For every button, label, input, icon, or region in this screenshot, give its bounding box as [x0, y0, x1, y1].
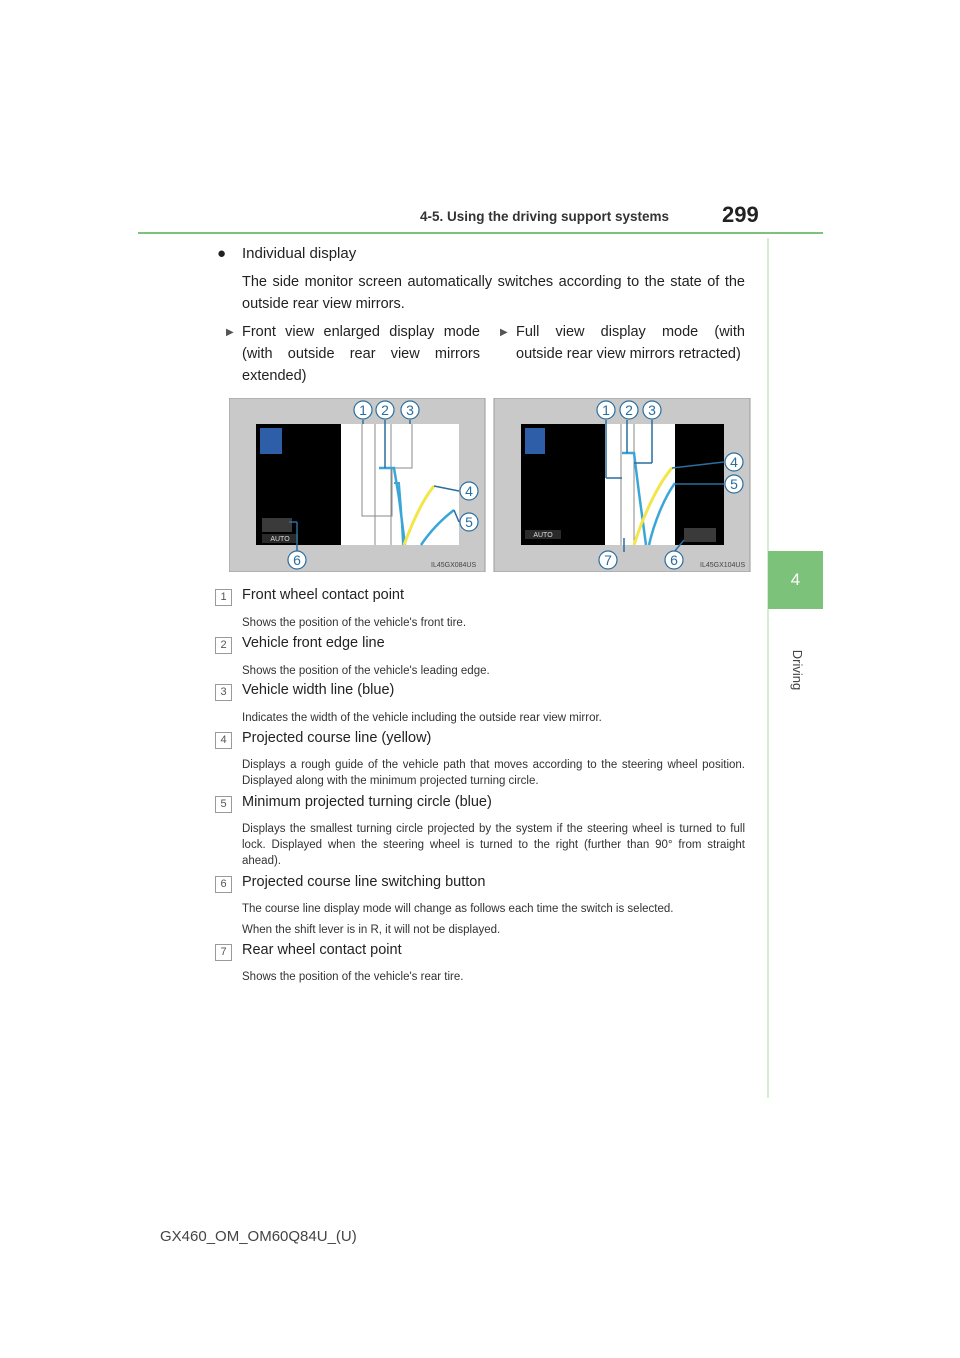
figure-left-code: IL45GX084US — [431, 562, 476, 569]
item-number: 5 — [215, 796, 232, 813]
switch-button-left — [262, 518, 292, 532]
item-title: Rear wheel contact point — [242, 942, 402, 958]
item-desc: Displays the smallest turning circle pro… — [242, 823, 745, 867]
course-line-yellow — [632, 467, 674, 546]
item-title: Vehicle width line (blue) — [242, 682, 395, 698]
callout-4: 4 — [730, 454, 738, 470]
callout-6: 6 — [670, 552, 678, 568]
mode-full-view-title: Full view display mode (with outside rea… — [516, 324, 745, 362]
item-number: 2 — [215, 637, 232, 654]
triangle-bullet-icon: ▶ — [226, 327, 234, 338]
mode-front-view: ▶ Front view enlarged display mode (with… — [226, 321, 480, 387]
mode-front-view-title: Front view enlarged display mode (with o… — [242, 324, 480, 384]
item-title: Projected course line (yellow) — [242, 730, 432, 746]
chapter-tab: 4 — [768, 551, 823, 609]
header-rule — [138, 232, 823, 234]
callout-1: 1 — [602, 402, 610, 418]
item-title: Vehicle front edge line — [242, 635, 385, 651]
item-desc-2: When the shift lever is in R, it will no… — [242, 924, 501, 936]
figure-right-code: IL45GX104US — [700, 562, 745, 569]
side-monitor-figures: AUTO IL45GX084US 1 2 3 4 5 6 AUTO IL45GX… — [229, 398, 751, 572]
item-number: 4 — [215, 732, 232, 749]
callout-5: 5 — [730, 476, 738, 492]
item-number: 1 — [215, 589, 232, 606]
item-title: Front wheel contact point — [242, 587, 405, 603]
item-desc: The course line display mode will change… — [242, 903, 674, 915]
course-line-yellow — [402, 485, 436, 546]
switch-button-right — [684, 528, 716, 542]
turning-circle-blue — [647, 482, 677, 546]
bullet-icon: ● — [217, 245, 227, 262]
callout-4: 4 — [465, 483, 473, 499]
mode-full-view: ▶ Full view display mode (with outside r… — [500, 321, 745, 365]
vehicle-icon — [525, 428, 545, 454]
vehicle-icon — [260, 428, 282, 454]
callout-1: 1 — [359, 402, 367, 418]
callout-3: 3 — [648, 402, 656, 418]
item-desc: Shows the position of the vehicle's lead… — [242, 665, 490, 677]
figure-right: AUTO IL45GX104US 1 2 3 4 5 7 6 — [493, 398, 751, 572]
document-code: GX460_OM_OM60Q84U_(U) — [160, 1228, 357, 1245]
item-number: 7 — [215, 944, 232, 961]
page-number: 299 — [722, 202, 759, 227]
auto-button-label: AUTO — [533, 532, 553, 539]
side-tab-rule — [767, 238, 769, 1098]
callout-5: 5 — [465, 514, 473, 530]
auto-button-label: AUTO — [270, 536, 290, 543]
item-number: 3 — [215, 684, 232, 701]
callout-7: 7 — [604, 552, 612, 568]
callout-2: 2 — [625, 402, 633, 418]
figure-left: AUTO IL45GX084US 1 2 3 4 5 6 — [229, 398, 486, 572]
item-desc: Shows the position of the vehicle's rear… — [242, 971, 464, 983]
item-title: Projected course line switching button — [242, 874, 486, 890]
section-title: 4-5. Using the driving support systems — [420, 209, 670, 224]
callout-3: 3 — [406, 402, 414, 418]
chapter-label: Driving — [790, 649, 805, 691]
item-number: 6 — [215, 876, 232, 893]
item-desc: Shows the position of the vehicle's fron… — [242, 617, 467, 629]
triangle-bullet-icon: ▶ — [500, 327, 508, 338]
intro-heading: Individual display — [242, 245, 357, 262]
turning-circle-blue — [419, 509, 455, 546]
callout-6: 6 — [293, 552, 301, 568]
item-title: Minimum projected turning circle (blue) — [242, 794, 492, 810]
item-desc: Indicates the width of the vehicle inclu… — [242, 712, 602, 724]
item-desc: Displays a rough guide of the vehicle pa… — [242, 759, 745, 787]
intro-body: The side monitor screen automatically sw… — [242, 274, 745, 312]
callout-2: 2 — [381, 402, 389, 418]
